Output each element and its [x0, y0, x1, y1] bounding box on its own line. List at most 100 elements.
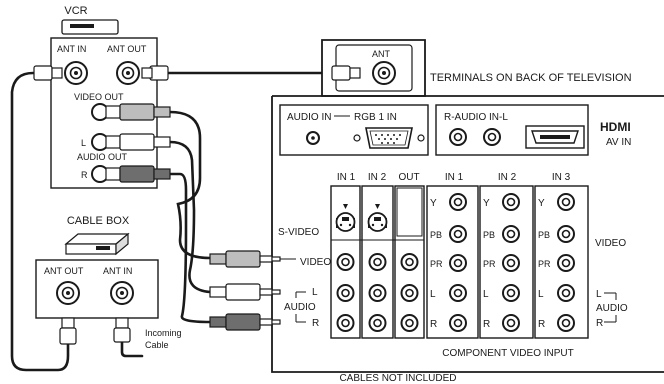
tv-comp-in1: IN 1	[445, 172, 464, 183]
tv-col-out: OUT	[398, 172, 419, 183]
tv-rgb-in-label: RGB 1 IN	[354, 112, 397, 123]
tv-component-jacks: Y PB PR L R Y PB PR L R Y PB P	[430, 193, 575, 332]
tv-audio-right-label: AUDIO	[596, 303, 628, 314]
tv-comp-in2-pr-label: PR	[483, 259, 496, 269]
vcr-ant-in-label: ANT IN	[57, 44, 86, 54]
tv-l-left-label: L	[312, 287, 318, 298]
tv-comp-in2-y-jack	[502, 193, 520, 211]
tv-av-in-label: AV IN	[606, 137, 631, 148]
cable-box-ant-in-fconnector-nut	[115, 317, 129, 329]
cable-vcr-antin-to-cablebox	[10, 71, 70, 372]
tv-comp-in1-pr-jack	[449, 254, 467, 272]
tv-comp-in2-pb-jack	[502, 225, 520, 243]
tv-av-out-video-jack	[400, 253, 419, 271]
tv-s-video-label: S-VIDEO	[278, 227, 319, 238]
tv-comp-in3-pb-jack	[557, 225, 575, 243]
tv-comp-in2-r-label: R	[483, 319, 490, 330]
tv-video-right-label: VIDEO	[595, 238, 626, 249]
vcr-title: VCR	[64, 5, 87, 17]
tv-av-in1-audio-r-jack	[336, 314, 355, 332]
cable-audio-r-rca	[168, 172, 212, 324]
tv-comp-in1-pb-jack	[449, 225, 467, 243]
tv-comp-in3-l-jack	[557, 284, 575, 302]
tv-r-left-label: R	[312, 318, 319, 329]
tv-col-in1: IN 1	[337, 172, 356, 183]
tv-comp-in2-pb-label: PB	[483, 230, 495, 240]
tv-av-out-audio-l-jack	[400, 284, 419, 302]
vcr-audio-out-label: AUDIO OUT	[77, 152, 128, 162]
tv-av-in1-audio-l-jack	[336, 284, 355, 302]
cable-box-ant-out-fconnector-nut	[61, 317, 75, 329]
tv-r-right-label: R	[596, 318, 603, 329]
tv-comp-in2-r-jack	[502, 314, 520, 332]
tv-comp-in3: IN 3	[552, 172, 571, 183]
cable-box-ant-out-jack-center	[66, 291, 70, 295]
tv-av-in2-audio-r-jack	[368, 314, 387, 332]
vcr-ant-out-fconnector-nut	[141, 67, 153, 79]
cable-box-ant-out-label: ANT OUT	[44, 266, 84, 276]
tv-audio-left-label: AUDIO	[284, 302, 316, 313]
tv-comp-in2-y-label: Y	[483, 198, 490, 209]
tv-comp-in3-pb-label: PB	[538, 230, 550, 240]
tv-audio-in-label: AUDIO IN	[287, 112, 331, 123]
tv-audio-l-plug	[209, 283, 281, 301]
tv-comp-in3-r-label: R	[538, 319, 545, 330]
tv-hdmi-audio-r-jack-inner	[453, 132, 463, 142]
cable-box-device-icon	[64, 232, 130, 256]
tv-hdmi-audio-l-jack-inner	[487, 132, 497, 142]
vcr-ant-in-fconnector	[33, 65, 53, 81]
tv-hdmi-port	[525, 125, 585, 149]
television-back: ANT TERMINALS ON BACK OF TELEVISION AUDI…	[209, 39, 664, 373]
tv-comp-in3-y-label: Y	[538, 198, 545, 209]
tv-comp-in1-l-label: L	[430, 289, 436, 300]
cables	[10, 71, 335, 372]
vcr-audio-l-plug	[105, 133, 171, 151]
vcr-ant-out-label: ANT OUT	[107, 44, 147, 54]
vcr-ant-in-fconnector-nut	[51, 67, 63, 79]
tv-comp-in2: IN 2	[498, 172, 517, 183]
tv-hdmi-label: HDMI	[600, 120, 631, 134]
tv-comp-in1-l-jack	[449, 284, 467, 302]
cable-video-rca	[168, 110, 212, 260]
cable-box-ant-in-jack-center	[120, 291, 124, 295]
tv-av-jacks	[336, 253, 419, 332]
tv-comp-in1-y-jack	[449, 193, 467, 211]
tv-l-right-label: L	[596, 289, 602, 300]
tv-comp-in1-pb-label: PB	[430, 230, 442, 240]
tv-s-video-in1-jack	[335, 204, 356, 232]
tv-comp-in3-r-jack	[557, 314, 575, 332]
tv-ant-label: ANT	[372, 49, 391, 59]
cable-box-title: CABLE BOX	[67, 215, 130, 227]
tv-comp-in2-l-jack	[502, 284, 520, 302]
tv-av-in2-audio-l-jack	[368, 284, 387, 302]
vcr-ant-out-jack-center	[126, 71, 130, 75]
tv-s-video-in2-jack	[367, 204, 388, 232]
tv-terminals-title: TERMINALS ON BACK OF TELEVISION	[430, 72, 632, 84]
tv-comp-in1-r-jack	[449, 314, 467, 332]
cables-not-included-note: CABLES NOT INCLUDED	[339, 373, 456, 384]
vcr-audio-r-plug	[105, 165, 171, 183]
cable-incoming	[120, 338, 144, 358]
cable-box-ant-in-fconnector	[113, 327, 131, 343]
cable-box-panel	[35, 259, 159, 319]
vcr: VCR ANT IN ANT OUT VIDEO OUT AUDIO OUT L…	[33, 5, 171, 189]
vcr-slot	[70, 24, 94, 28]
cable-box-ant-out-fconnector	[59, 327, 77, 345]
tv-ant-jack-center	[382, 71, 386, 75]
vcr-video-plug	[105, 103, 171, 121]
tv-comp-in1-r-label: R	[430, 319, 437, 330]
tv-video-plug	[209, 250, 296, 268]
tv-ant-fconnector-nut	[349, 67, 361, 79]
tv-comp-in2-pr-jack	[502, 254, 520, 272]
tv-rgb-vga-port	[353, 127, 425, 149]
incoming-label-2: Cable	[145, 340, 169, 350]
vcr-ant-out-fconnector	[149, 65, 169, 81]
cable-audio-l-rca	[168, 140, 212, 294]
vcr-ant-in-jack-center	[74, 71, 78, 75]
tv-comp-in3-l-label: L	[538, 289, 544, 300]
tv-comp-in3-pr-jack	[557, 254, 575, 272]
tv-component-video-input-label: COMPONENT VIDEO INPUT	[442, 348, 574, 359]
incoming-label-1: Incoming	[145, 328, 182, 338]
vcr-l-label: L	[81, 138, 86, 148]
